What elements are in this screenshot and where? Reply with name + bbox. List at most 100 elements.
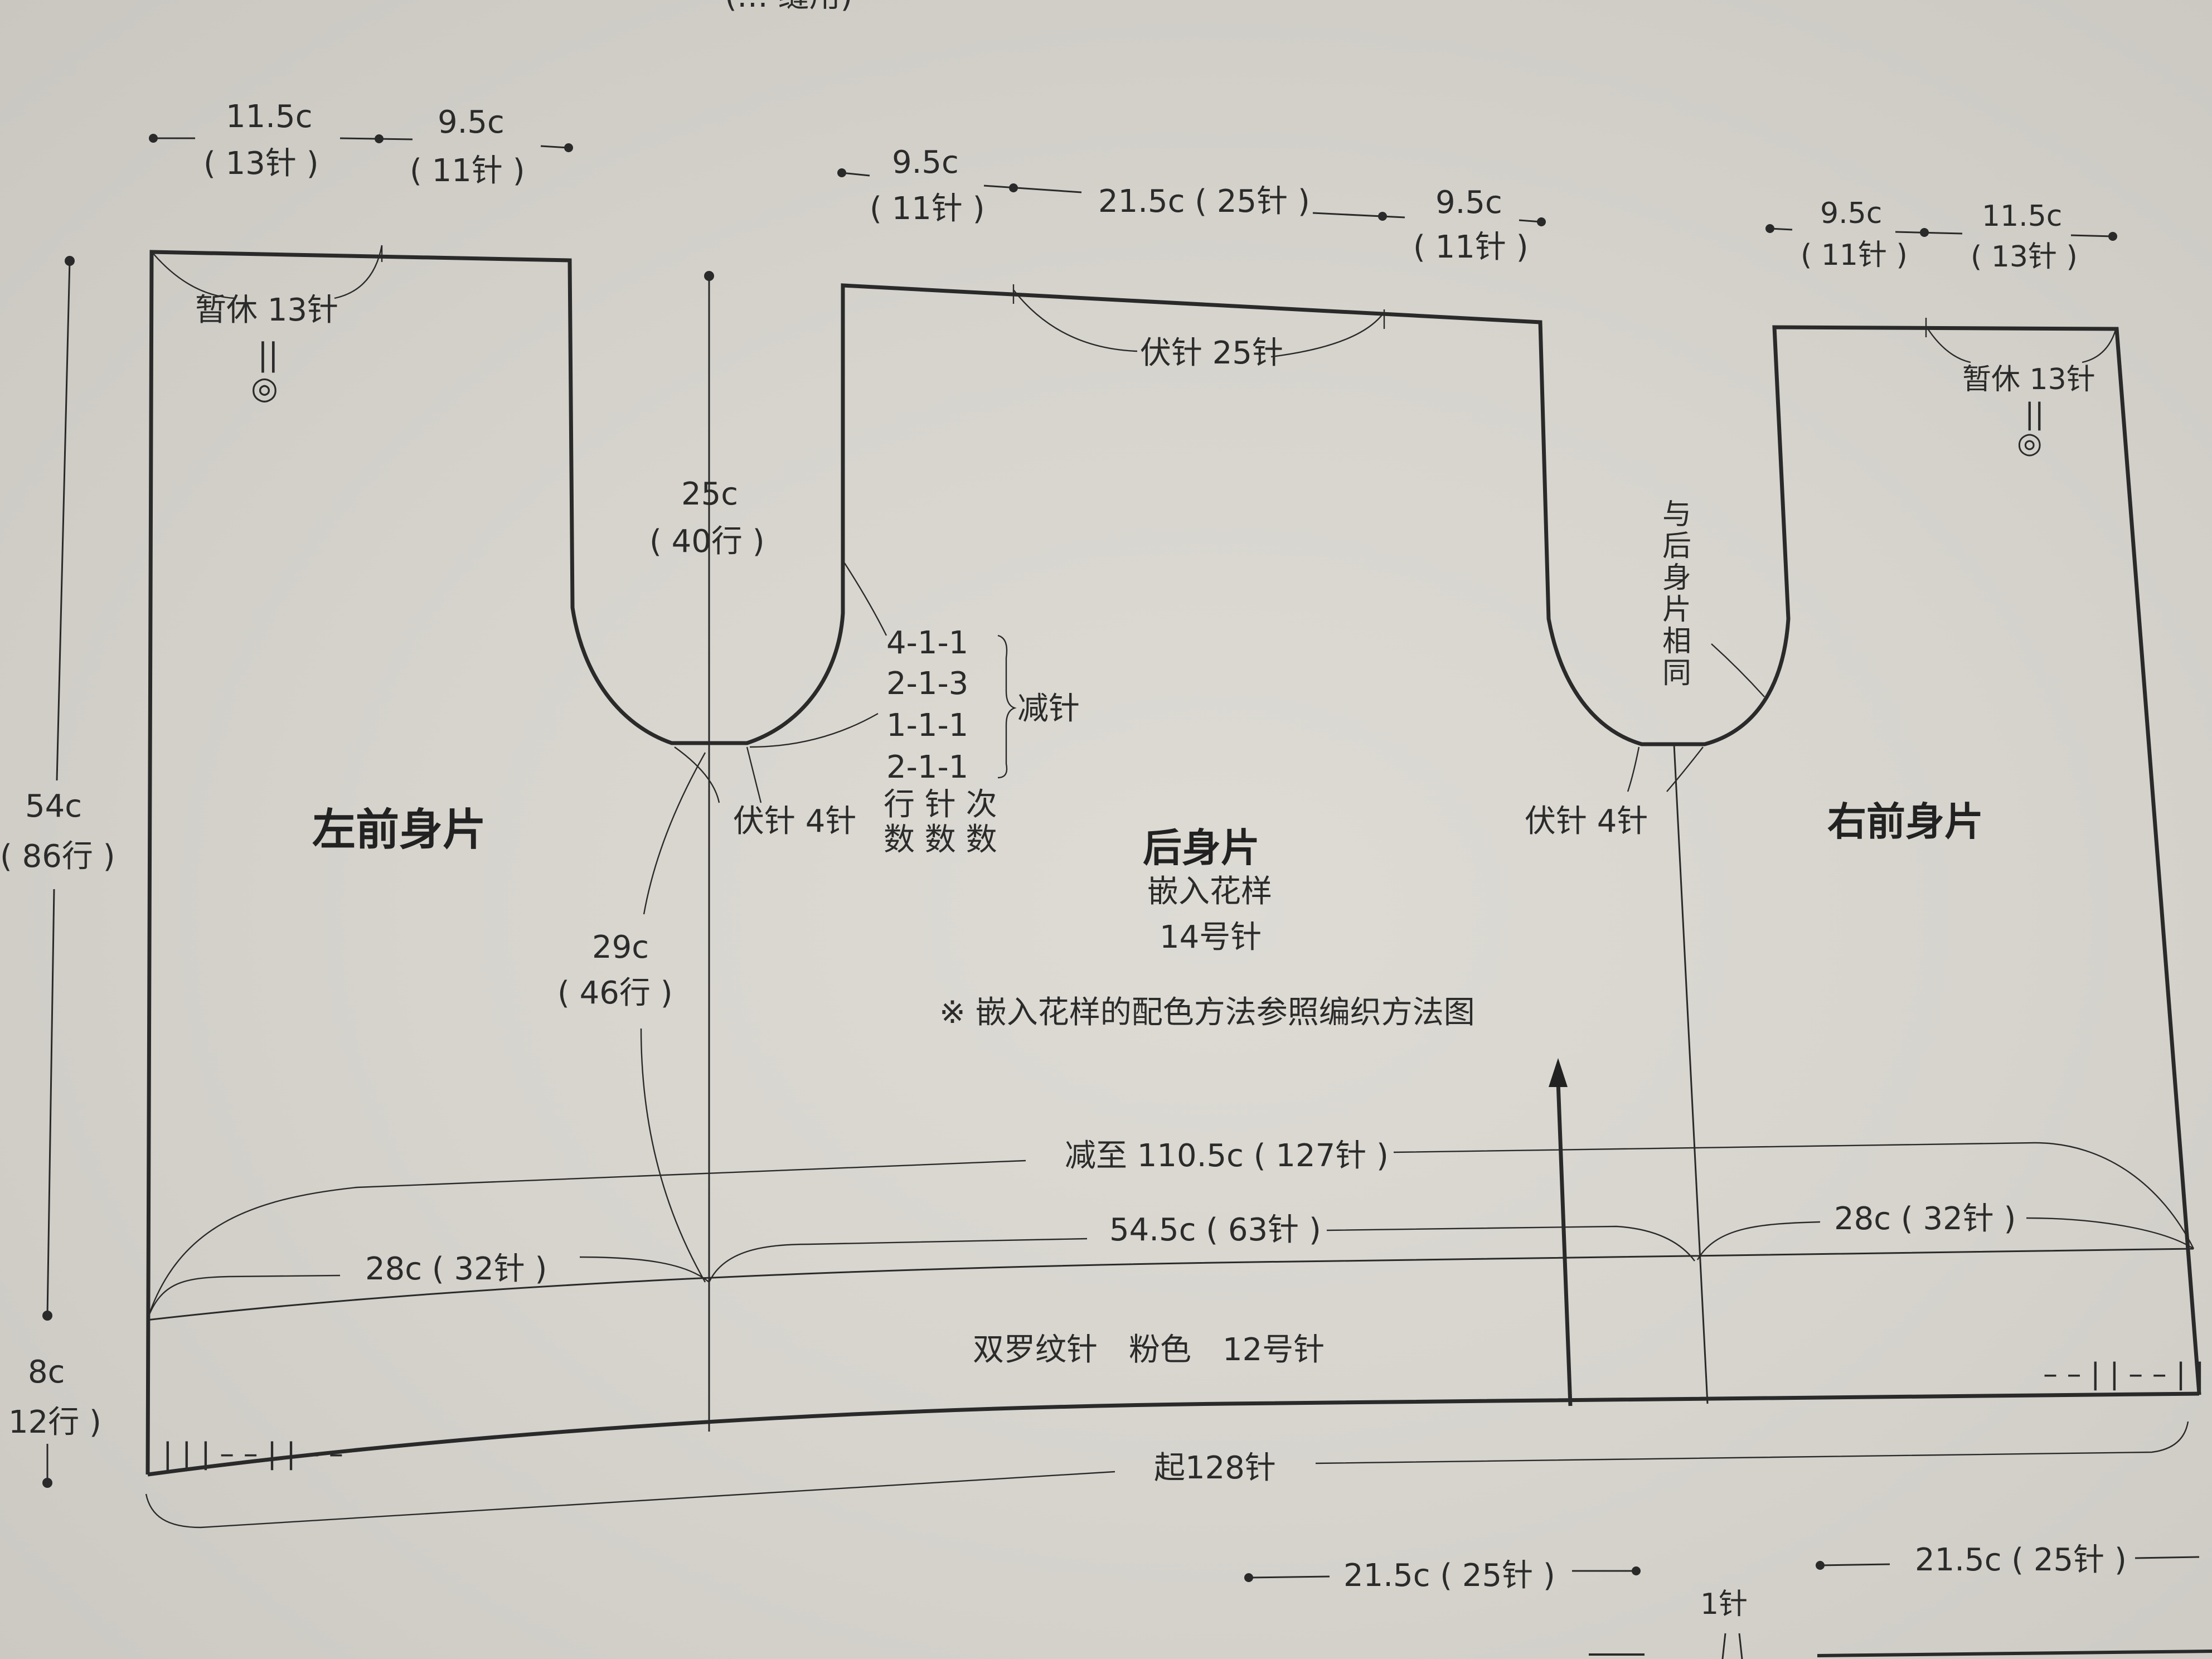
direction-arrow-shaft [1556, 1081, 1573, 1406]
pattern-note: ※ 嵌入花样的配色方法参照编织方法图 [939, 995, 1475, 1031]
right-hold-text: 暂休 13针 [1962, 363, 2095, 396]
top-mid-w2: 21.5c ( 25针 ) [1098, 183, 1310, 220]
cast-on-text: 起128针 [1154, 1450, 1276, 1486]
bottom-edge [147, 1391, 2200, 1477]
left-hold-text: 暂休 13针 [195, 292, 338, 328]
rib-label: 双罗纹针 粉色 12号针 [973, 1332, 1325, 1368]
right-side-seam [1673, 744, 1709, 1404]
reduce-arc-right [1393, 1142, 2195, 1249]
cast-on-arc-left [145, 1471, 1115, 1529]
total-len-dot-bottom [42, 1311, 52, 1321]
body-len-leader-top [643, 752, 706, 915]
bottom-left-line-a [1248, 1575, 1330, 1579]
back-title: 后身片 [1143, 825, 1260, 871]
left-width-arc-left [147, 1274, 341, 1319]
svg-text:与: 与 [1662, 498, 1691, 531]
top-left-w1-st: ( 13针 ) [203, 145, 319, 182]
back-bindoff-arc-b [1270, 312, 1385, 358]
decrease-row-2: 2-1-3 [886, 666, 968, 702]
bottom-left-dot-a [1244, 1573, 1253, 1582]
back-width-arc-right [1326, 1225, 1695, 1262]
rib-mark-right: – – | | – – | | | [2043, 1357, 2212, 1391]
top-left-dims [149, 134, 573, 152]
svg-text:相: 相 [1662, 625, 1691, 658]
top-mid-w1-st: ( 11针 ) [870, 191, 985, 227]
reduce-to-text: 减至 110.5c ( 127针 ) [1065, 1138, 1389, 1174]
total-len-line-bottom [46, 889, 55, 1316]
top-mid-w3: 9.5c [1435, 185, 1502, 221]
bindoff-left-leader-b [674, 746, 720, 803]
bottom-right-line-a [1820, 1563, 1890, 1566]
right-width-text: 28c ( 32针 ) [1834, 1201, 2016, 1237]
right-hold-arc-b [2082, 329, 2117, 363]
right-width-arc-right [2026, 1217, 2194, 1250]
svg-text:同: 同 [1662, 657, 1691, 690]
top-left-w2-st: ( 11针 ) [410, 153, 525, 189]
rib-len-rows: 12行 ) [8, 1404, 101, 1440]
body-len-rows: ( 46行 ) [557, 975, 673, 1011]
back-bindoff-text: 伏针 25针 [1140, 335, 1283, 371]
bottom-right-text: 21.5c ( 25针 ) [1915, 1542, 2127, 1578]
top-right-w2: 11.5c [1982, 200, 2062, 233]
bottom-left-dot-b [1632, 1566, 1641, 1575]
bottom-right-dot-a [1816, 1561, 1825, 1570]
left-hold-symbol: ◎ [251, 370, 278, 406]
decrease-brace [997, 634, 1017, 779]
direction-arrow-head [1549, 1058, 1568, 1087]
bindoff-right-leader-a [1627, 746, 1640, 792]
top-left-w2: 9.5c [438, 104, 505, 140]
svg-text:片: 片 [1662, 593, 1691, 627]
top-mid-dims [837, 168, 1546, 226]
decrease-row-4: 2-1-1 [886, 749, 968, 785]
left-hold-eq: || [258, 337, 279, 373]
cast-on-arc-right [1315, 1421, 2189, 1464]
right-hold-arc-a [1925, 326, 1971, 363]
back-width-arc-left [708, 1238, 1088, 1283]
legend-row-1: 行 针 次 [884, 787, 997, 823]
bottom-left-text: 21.5c ( 25针 ) [1343, 1558, 1555, 1594]
legend-row-2: 数 数 数 [884, 822, 997, 858]
decrease-row-1: 4-1-1 [886, 625, 968, 661]
back-bindoff-arc-a [1013, 289, 1138, 352]
total-len-value: 54c [25, 788, 82, 824]
next-diagram-edge [1817, 1650, 2212, 1657]
top-mid-w1: 9.5c [892, 144, 959, 181]
back-pattern: 嵌入花样 [1147, 874, 1272, 910]
top-right-dims [1765, 224, 2117, 241]
svg-text:后: 后 [1662, 530, 1691, 563]
same-as-back-note: 与 后 身 片 相 同 [1662, 498, 1691, 690]
header-cut-text: (… 缝用) [725, 0, 853, 14]
rib-mark-left: | | | – – | | – – [163, 1437, 343, 1471]
total-len-dot-top [65, 256, 75, 266]
decrease-row-3: 1-1-1 [886, 707, 968, 744]
total-len-rows: ( 86行 ) [0, 838, 115, 875]
one-stitch-mark [1721, 1633, 1743, 1659]
body-len-leader-bottom [640, 1028, 706, 1283]
bindoff-right-text: 伏针 4针 [1525, 803, 1648, 840]
rib-len-dot [42, 1478, 52, 1488]
left-width-text: 28c ( 32针 ) [365, 1251, 547, 1287]
left-front-title: 左前身片 [312, 805, 486, 855]
reduce-arc-left [147, 1160, 1026, 1319]
rib-len-value: 8c [28, 1354, 65, 1390]
left-hold-arc-b [334, 245, 383, 299]
left-front-outline [145, 250, 2201, 1475]
bindoff-left-leader [746, 746, 762, 803]
bottom-right-line-b [2135, 1556, 2200, 1559]
one-stitch-text: 1针 [1700, 1588, 1748, 1621]
right-hold-eq: || [2025, 397, 2044, 431]
back-needle: 14号针 [1160, 919, 1262, 955]
right-width-arc-left [1696, 1221, 1821, 1260]
body-len-value: 29c [592, 929, 649, 966]
bindoff-right-leader-b [1666, 746, 1704, 792]
armhole-height: 25c [681, 476, 738, 512]
svg-text:身: 身 [1662, 561, 1691, 595]
bindoff-left-text: 伏针 4针 [733, 803, 856, 840]
decrease-leader-a [843, 562, 887, 636]
same-as-back-leader [1711, 643, 1765, 697]
top-right-w2-st: ( 13针 ) [1971, 240, 2078, 274]
top-right-w1: 9.5c [1820, 197, 1882, 230]
top-left-w1: 11.5c [226, 99, 312, 135]
